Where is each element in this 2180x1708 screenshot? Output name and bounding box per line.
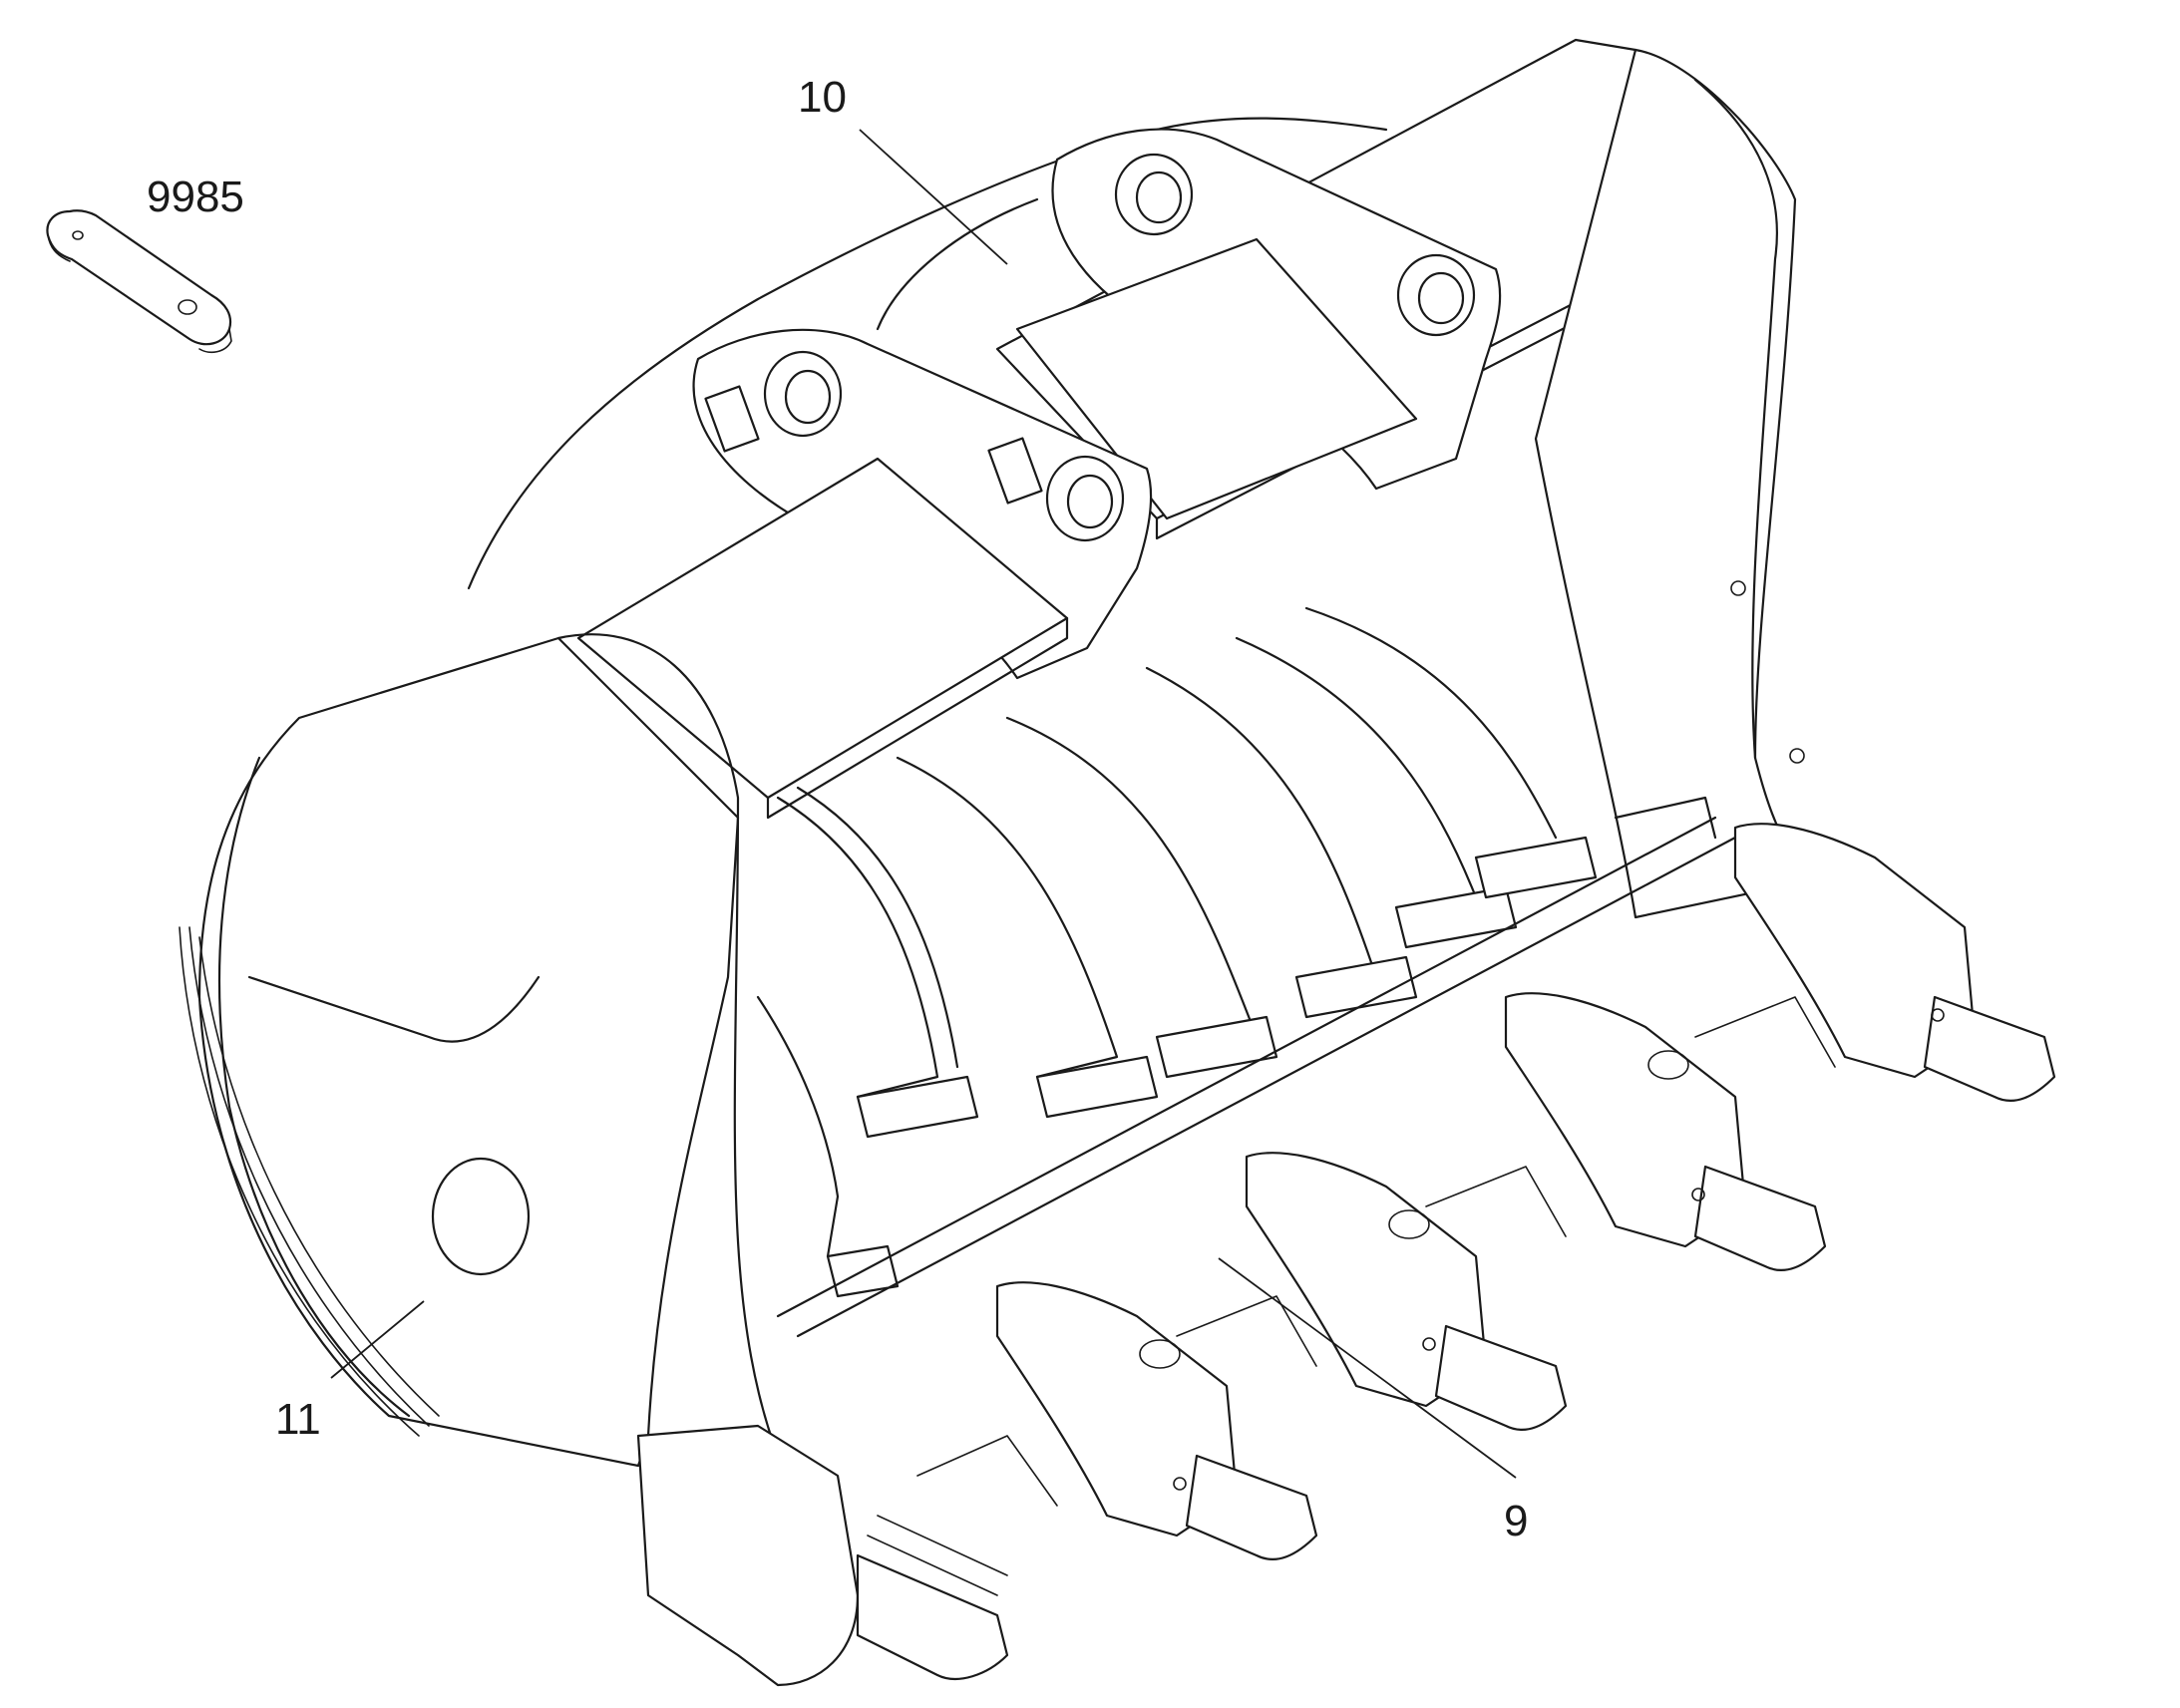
callout-9985: 9985 [147,172,244,221]
leader-9 [1218,1257,1517,1479]
part-9985-link-plate [46,209,232,354]
part-10-bucket-shell [179,38,1827,1468]
callout-10: 10 [798,73,847,122]
leader-lines [330,129,1517,1479]
leader-11 [330,1300,425,1379]
leader-10 [859,129,1008,265]
callout-9: 9 [1504,1497,1528,1545]
bucket-inner-ribs [756,606,1717,1298]
callout-11: 11 [275,1395,321,1444]
part-9-bucket-teeth [636,816,2056,1687]
